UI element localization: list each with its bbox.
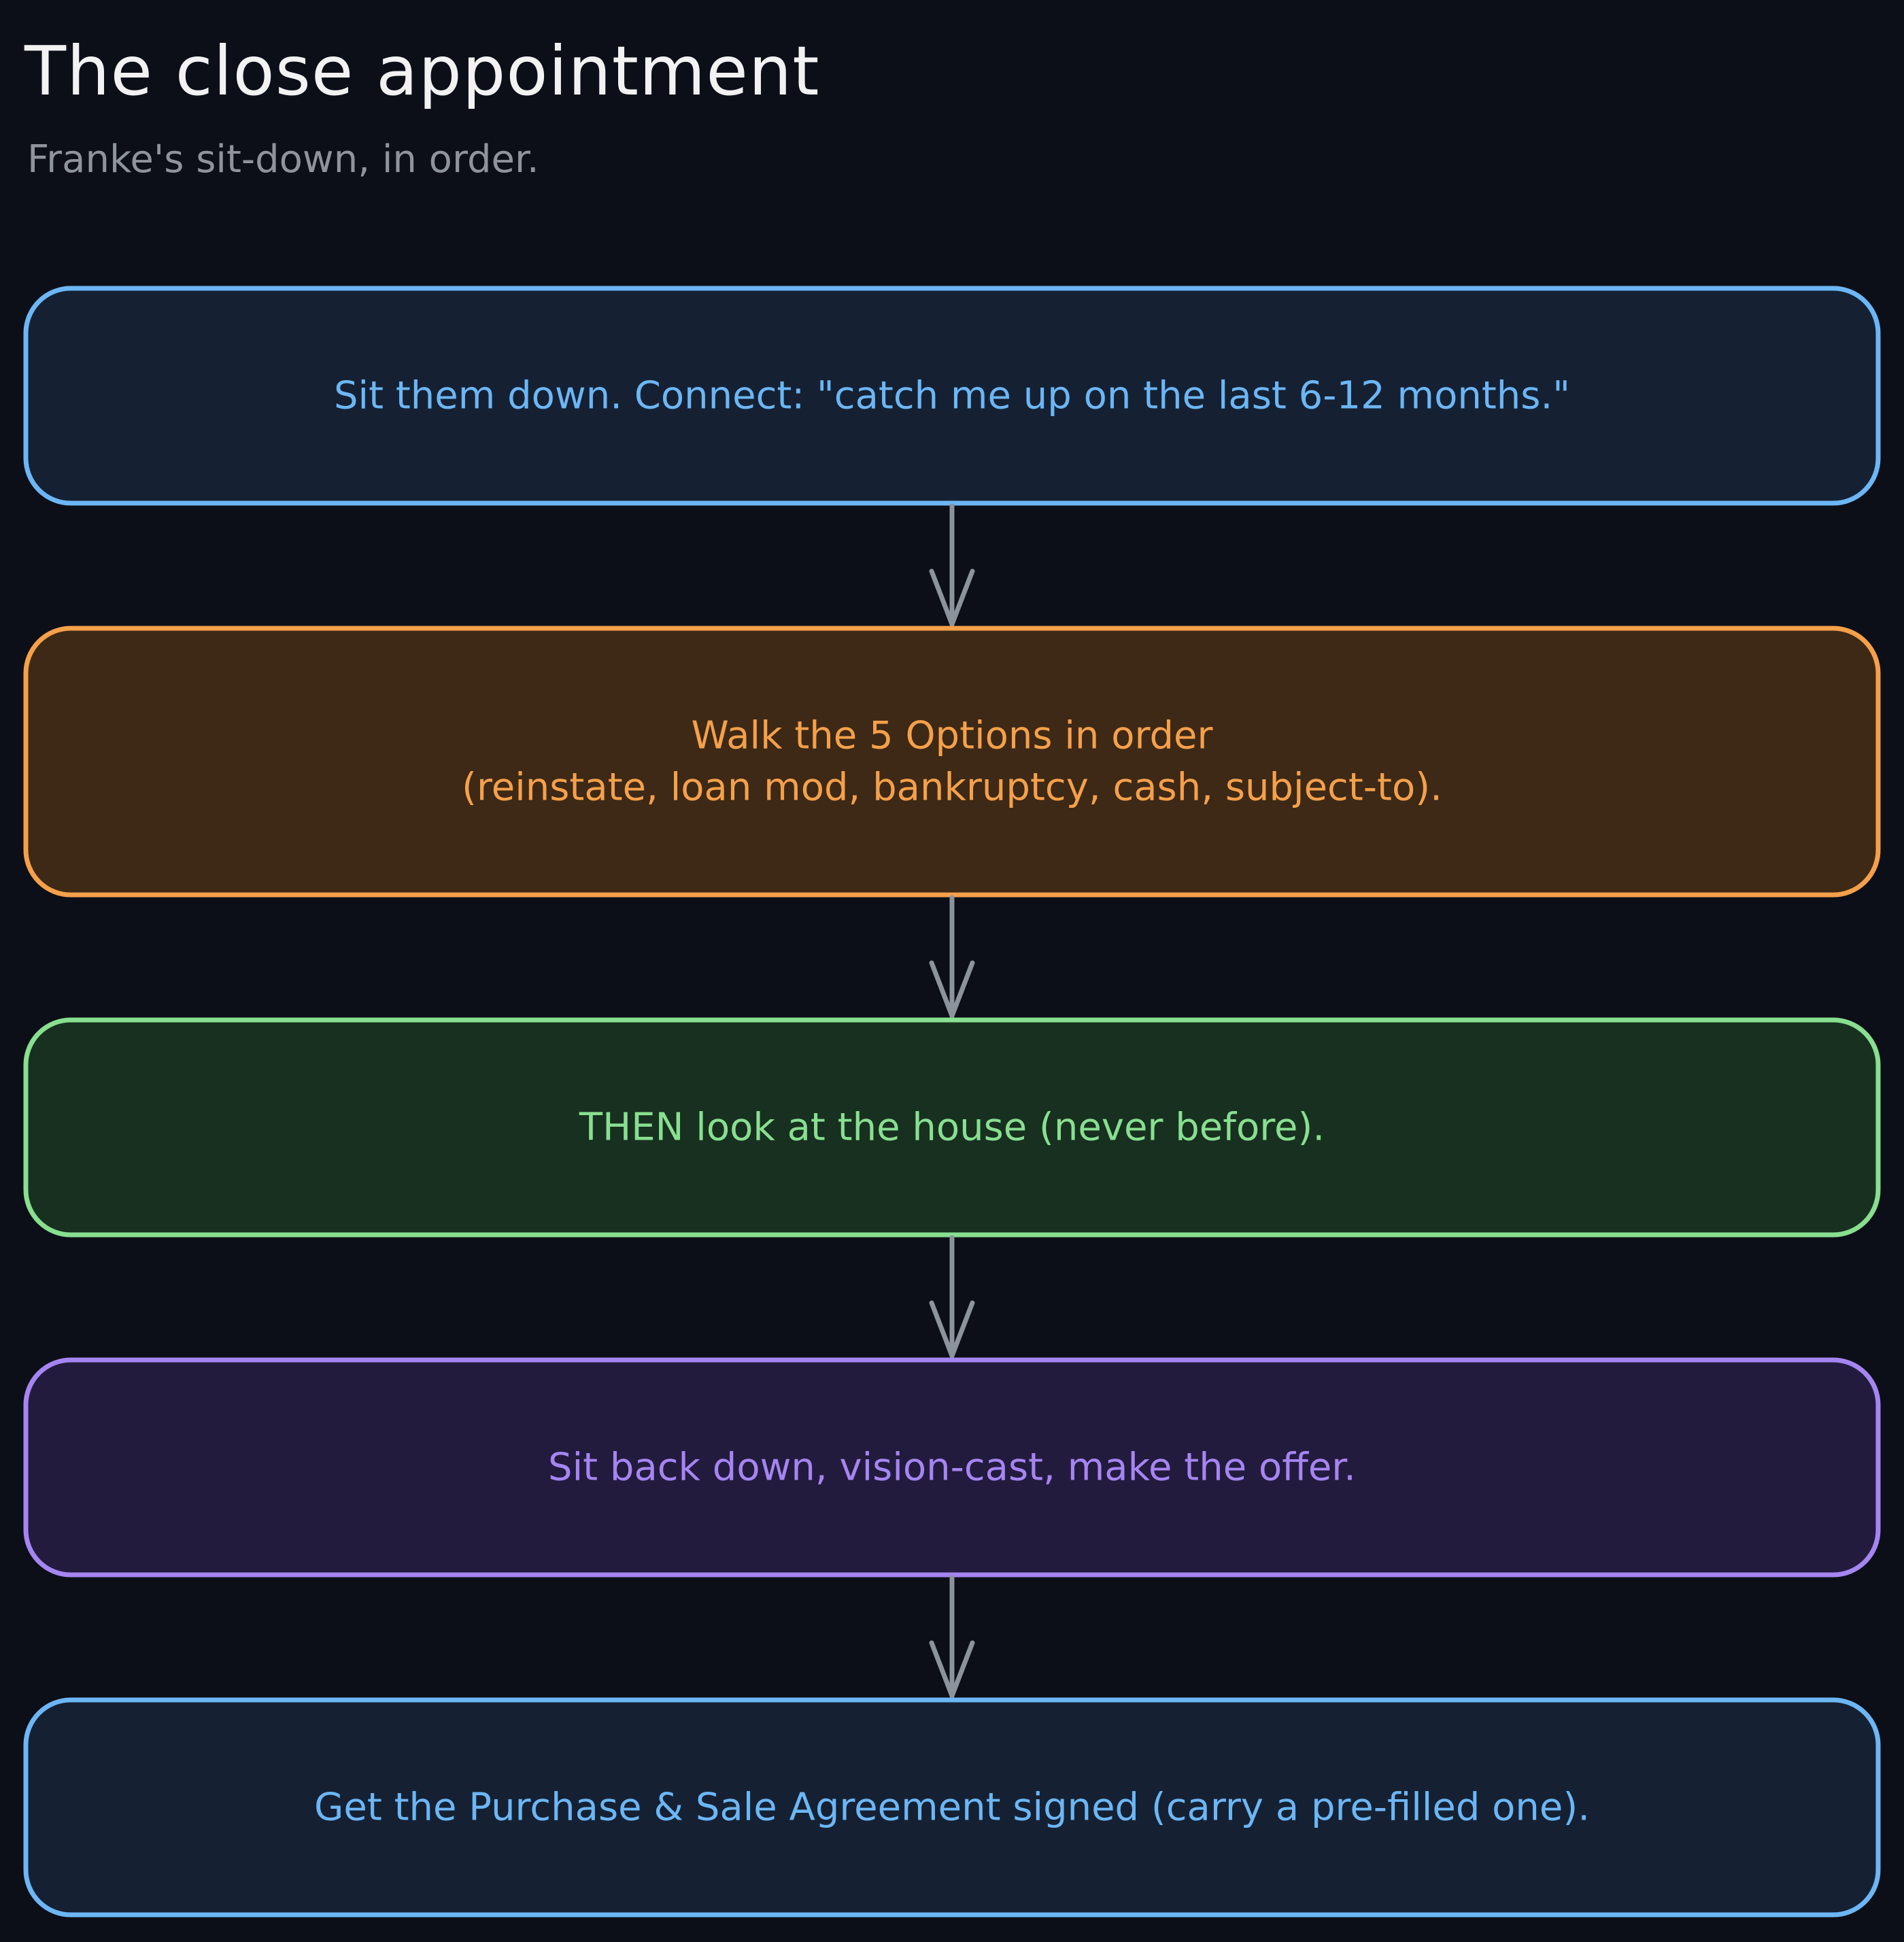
arrow-4-to-5: [929, 1575, 975, 1699]
step-box-frame: [23, 1697, 1881, 1918]
step-box-frame: [23, 1017, 1881, 1238]
step-2-text-line-2: (reinstate, loan mod, bankruptcy, cash, …: [462, 766, 1442, 810]
step-5-text-line-1: Get the Purchase & Sale Agreement signed…: [314, 1786, 1590, 1830]
step-box-frame: [23, 1357, 1881, 1578]
arrow-head: [929, 1300, 975, 1359]
arrow-2-to-3: [929, 895, 975, 1019]
step-box-frame: [23, 626, 1881, 898]
arrow-3-to-4: [929, 1235, 975, 1359]
step-4-text-line-1: Sit back down, vision-cast, make the off…: [548, 1446, 1356, 1490]
step-1-text-line-1: Sit them down. Connect: "catch me up on …: [334, 374, 1570, 418]
step-box-5: Get the Purchase & Sale Agreement signed…: [23, 1697, 1881, 1918]
step-3-text-line-1: THEN look at the house (never before).: [579, 1106, 1325, 1150]
step-box-1: Sit them down. Connect: "catch me up on …: [23, 286, 1881, 506]
arrow-head: [929, 960, 975, 1019]
step-box-frame: [23, 286, 1881, 506]
step-box-3: THEN look at the house (never before).: [23, 1017, 1881, 1238]
arrow-head: [929, 1640, 975, 1699]
step-box-2: Walk the 5 Options in order (reinstate, l…: [23, 626, 1881, 898]
step-2-text-line-1: Walk the 5 Options in order: [691, 714, 1213, 758]
diagram-title: The close appointment: [24, 31, 820, 111]
arrow-head: [929, 568, 975, 627]
arrow-1-to-2: [929, 503, 975, 627]
diagram-subtitle: Franke's sit-down, in order.: [27, 137, 539, 182]
step-box-4: Sit back down, vision-cast, make the off…: [23, 1357, 1881, 1578]
